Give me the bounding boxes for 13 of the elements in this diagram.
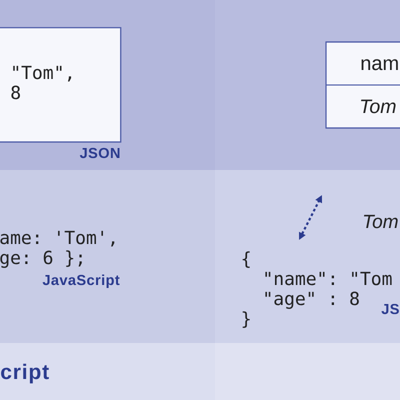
section-heading: cript	[1, 364, 49, 384]
code-box: "Tom", 8	[0, 27, 122, 143]
value-text: Tom	[364, 214, 398, 228]
code-line: "name": "Tom	[265, 272, 392, 286]
code-line: }	[242, 311, 250, 328]
language-label: JavaScript	[42, 274, 120, 288]
language-label: JS	[382, 304, 399, 314]
language-label: JSON	[80, 148, 120, 158]
code-line: {	[242, 251, 250, 268]
code-line: ge: 6 };	[0, 250, 82, 268]
table-box: nam Tom	[325, 41, 400, 129]
code-line: ame: 'Tom',	[0, 230, 114, 247]
code-line: "age" : 8	[265, 292, 359, 309]
